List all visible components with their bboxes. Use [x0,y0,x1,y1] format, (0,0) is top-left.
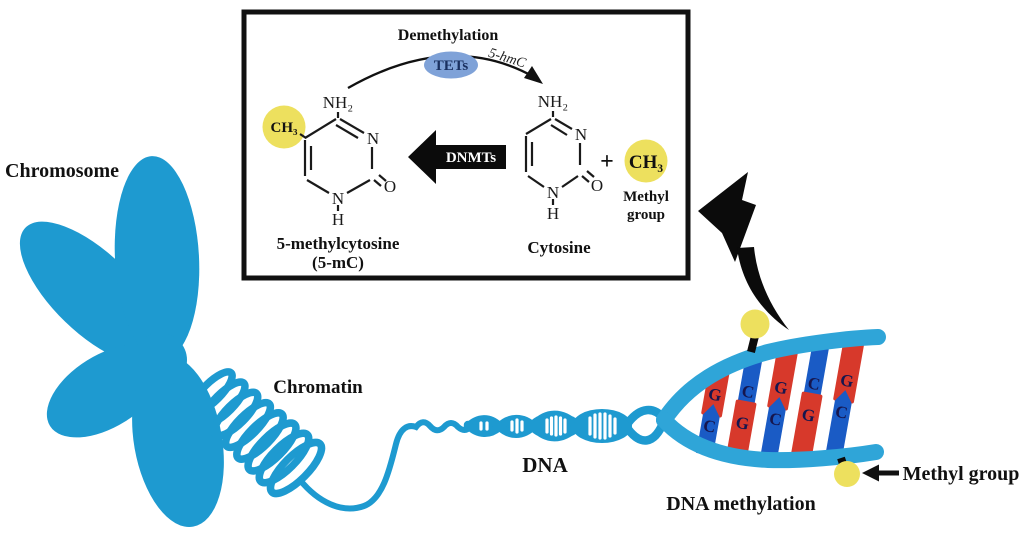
molecule-cytosine: NH₂ N O N H Cytosine [524,92,603,257]
methyl-group-label: Methyl group [903,463,1020,485]
fork-bottom-strand [656,412,884,469]
atom-n-base: N [547,183,559,202]
molecule-cytosine-name: Cytosine [527,238,591,257]
methyl-caption-line1: Methyl [623,189,669,205]
atom-n-ring: N [575,125,587,144]
tets-badge [424,51,478,79]
methyl-caption-line2: group [627,207,665,223]
demethylation-label: Demethylation [398,27,499,44]
fork-top-strand [656,329,886,428]
atom-n-ring: N [367,129,379,148]
atom-amine: NH₂ [538,92,568,111]
base-pair-column: C G [790,338,831,464]
atom-h: H [332,210,344,229]
base-letter-top: G [773,377,789,398]
plus-sign: + [600,149,614,175]
atom-n-base: N [332,189,344,208]
methyl-circle-bottom [834,461,860,487]
demethylation-arrowhead [524,66,543,84]
bond-lines [524,111,595,205]
methylation-fork: G C C G G C C G G C [656,309,886,487]
atom-o: O [591,176,603,195]
base-letter-bottom: C [834,402,849,423]
bond-lines [299,112,387,211]
base-letter-top: C [740,381,755,402]
dnmts-arrow [408,130,506,184]
atom-h: H [547,204,559,223]
dna-helix [463,405,669,445]
tets-label: TETs [434,58,469,74]
molecule-5mc-name: 5-methylcytosine [277,234,400,253]
chromatin-coil [188,368,326,498]
chromosome-label: Chromosome [5,160,119,182]
base-letter-top: G [707,384,723,405]
methyl-stick-top [747,335,759,353]
chromosome-shape [19,156,224,528]
linker-strand [297,419,473,512]
chromatin-label: Chromatin [273,377,363,398]
methyl-badge-right-label: CH₃ [629,152,664,173]
base-letter-bottom: C [768,409,783,430]
methyl-badge-left-label: CH₃ [271,120,299,136]
base-letter-bottom: C [702,416,717,437]
atom-amine: NH₂ [323,93,353,112]
base-letter-bottom: G [734,413,750,434]
atom-o: O [384,177,396,196]
methyl-group-arrow [862,464,899,482]
molecule-5mc: CH₃ NH₂ N O N H 5-methylcytosine (5-mC) [262,93,400,272]
base-pair-column: G C [759,345,799,465]
dna-label: DNA [522,453,568,477]
methyl-badge-left [262,105,306,149]
callout-arrow [698,172,789,330]
base-pair-column: C G [725,355,763,463]
methyl-badge-right [624,139,668,183]
dnmts-label: DNMTs [446,150,496,166]
base-pair-column: G C [824,335,865,461]
dna-methylation-label: DNA methylation [666,493,815,515]
molecule-5mc-abbrev: (5-mC) [312,253,364,272]
helix-rungs [479,412,617,440]
methyl-circle-top [740,309,770,339]
base-letter-top: C [806,373,821,394]
base-letter-top: G [839,370,855,391]
base-letter-bottom: G [800,405,816,426]
